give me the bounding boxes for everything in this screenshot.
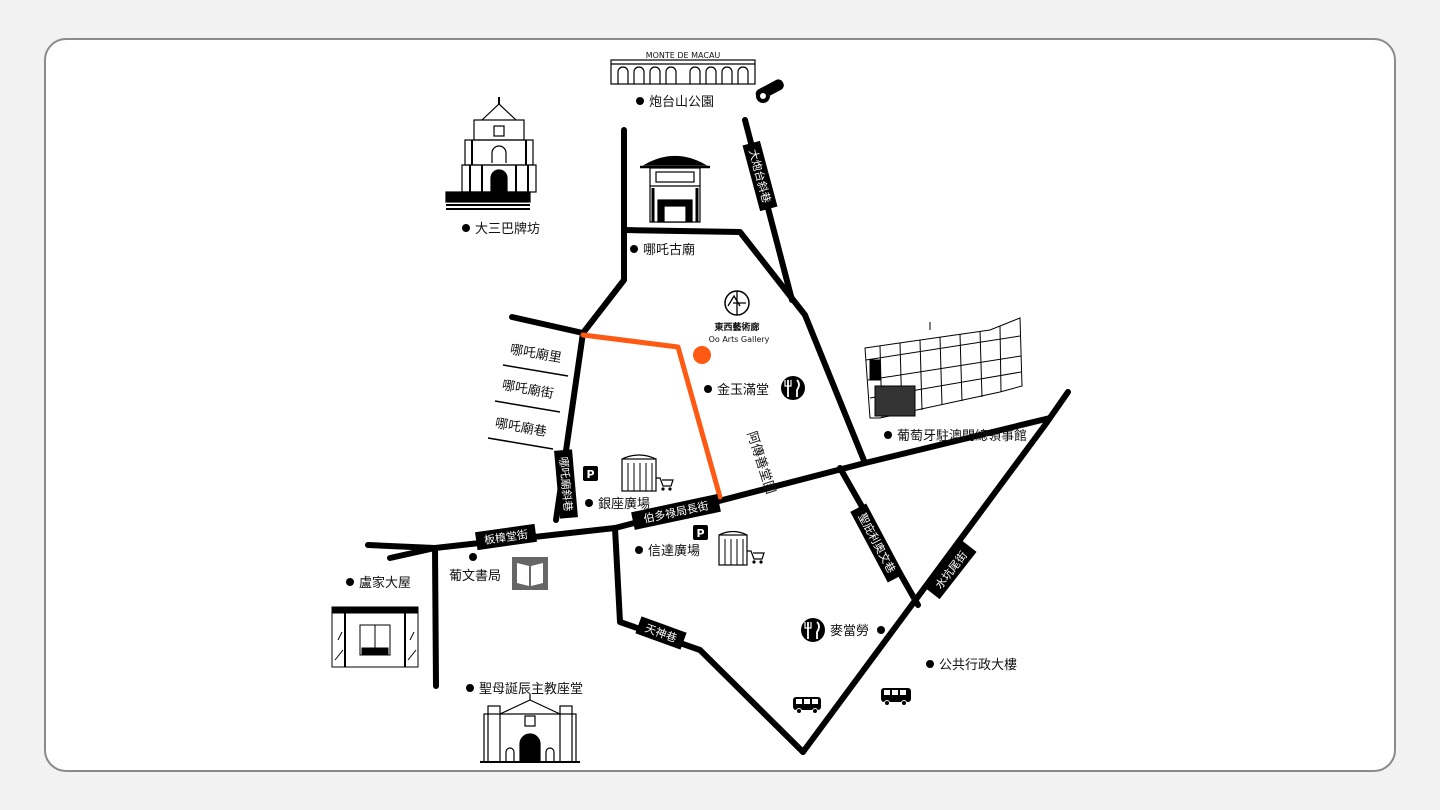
fortress-museum-illustration: MONTE DE MACAU	[610, 51, 756, 85]
label-fortress: 炮台山公園	[649, 95, 714, 110]
road-east	[800, 389, 1071, 755]
street-plate-slope: 哪吒廟斜巷	[554, 449, 578, 519]
parking-letter-2: P	[696, 527, 704, 540]
street-plate-west: 板樟堂街	[475, 523, 537, 551]
route-street-name: 阿傳善堂圍	[743, 429, 778, 496]
bus-icon-2	[881, 688, 911, 706]
roads	[365, 117, 1071, 755]
label-bookstore: 葡文書局	[449, 569, 501, 584]
route-to-gallery	[580, 332, 723, 500]
road-temple-loop	[553, 127, 627, 523]
gallery-location-marker[interactable]	[693, 346, 711, 364]
street-name-west: 板樟堂街	[483, 527, 529, 547]
gallery-name-zh: 東西藝術廊	[714, 321, 759, 333]
road-lane-west	[509, 314, 586, 336]
lane-labels: 哪吒廟里 哪吒廟街 哪吒廟巷	[487, 341, 569, 450]
parking-letter-1: P	[586, 468, 594, 481]
label-gov-building: 公共行政大樓	[939, 658, 1017, 673]
cathedral-illustration	[480, 694, 580, 763]
street-plate-tianshen: 天神巷	[635, 616, 687, 650]
fortress-sign-text: MONTE DE MACAU	[646, 51, 721, 60]
consulate-illustration	[864, 317, 1023, 419]
map-frame	[44, 38, 1396, 772]
street-name-seminary: 聖庇利奧文巷	[855, 511, 898, 576]
mall-building-icon-2	[718, 530, 765, 566]
label-temple: 哪吒古廟	[643, 242, 695, 258]
label-mall1: 銀座廣場	[598, 497, 650, 512]
lane-label-2: 哪吒廟街	[501, 377, 555, 402]
label-lou-house: 盧家大屋	[359, 575, 411, 591]
book-icon	[512, 557, 548, 590]
label-mcdonalds: 麥當勞	[830, 623, 869, 639]
ruins-st-pauls-illustration	[445, 97, 537, 210]
lane-label-1: 哪吒廟里	[509, 341, 563, 366]
parking-icon-2: P	[693, 525, 708, 540]
gallery-name-en: Oo Arts Gallery	[709, 335, 770, 344]
bus-icon-1	[793, 697, 821, 714]
gallery-logo[interactable]: 東西藝術廊 Oo Arts Gallery	[709, 290, 770, 344]
na-tcha-temple-illustration	[640, 156, 710, 223]
landmark-labels: 炮台山公園 大三巴牌坊 哪吒古廟 金玉滿堂 葡萄牙駐澳門總領事館 銀座廣場 信達…	[346, 95, 1027, 697]
road-temple-top	[621, 227, 868, 466]
road-west	[365, 542, 439, 689]
street-plate-seminary: 聖庇利奧文巷	[850, 503, 904, 583]
mall-building-icon-1	[621, 454, 674, 492]
fortress-arches	[617, 66, 749, 84]
label-ruins: 大三巴牌坊	[475, 221, 540, 237]
street-name-slope: 哪吒廟斜巷	[557, 456, 576, 512]
road-tianshen	[612, 525, 806, 755]
restaurant-icon-1	[781, 376, 805, 400]
label-mall2: 信達廣場	[648, 544, 700, 559]
restaurant-icon-2	[801, 618, 825, 642]
lou-kau-mansion-illustration	[331, 606, 419, 668]
cannon-icon	[755, 79, 784, 103]
lane-label-3: 哪吒廟巷	[494, 415, 548, 440]
label-restaurant1: 金玉滿堂	[717, 382, 769, 398]
label-consulate: 葡萄牙駐澳門總領事館	[897, 428, 1027, 444]
street-name-main: 伯多祿局長街	[642, 498, 709, 525]
label-cathedral: 聖母誕辰主教座堂	[479, 681, 583, 697]
parking-icon-1: P	[583, 466, 598, 481]
street-plate-cannon: 大炮台斜巷	[742, 140, 778, 212]
street-name-cannon: 大炮台斜巷	[746, 148, 774, 205]
